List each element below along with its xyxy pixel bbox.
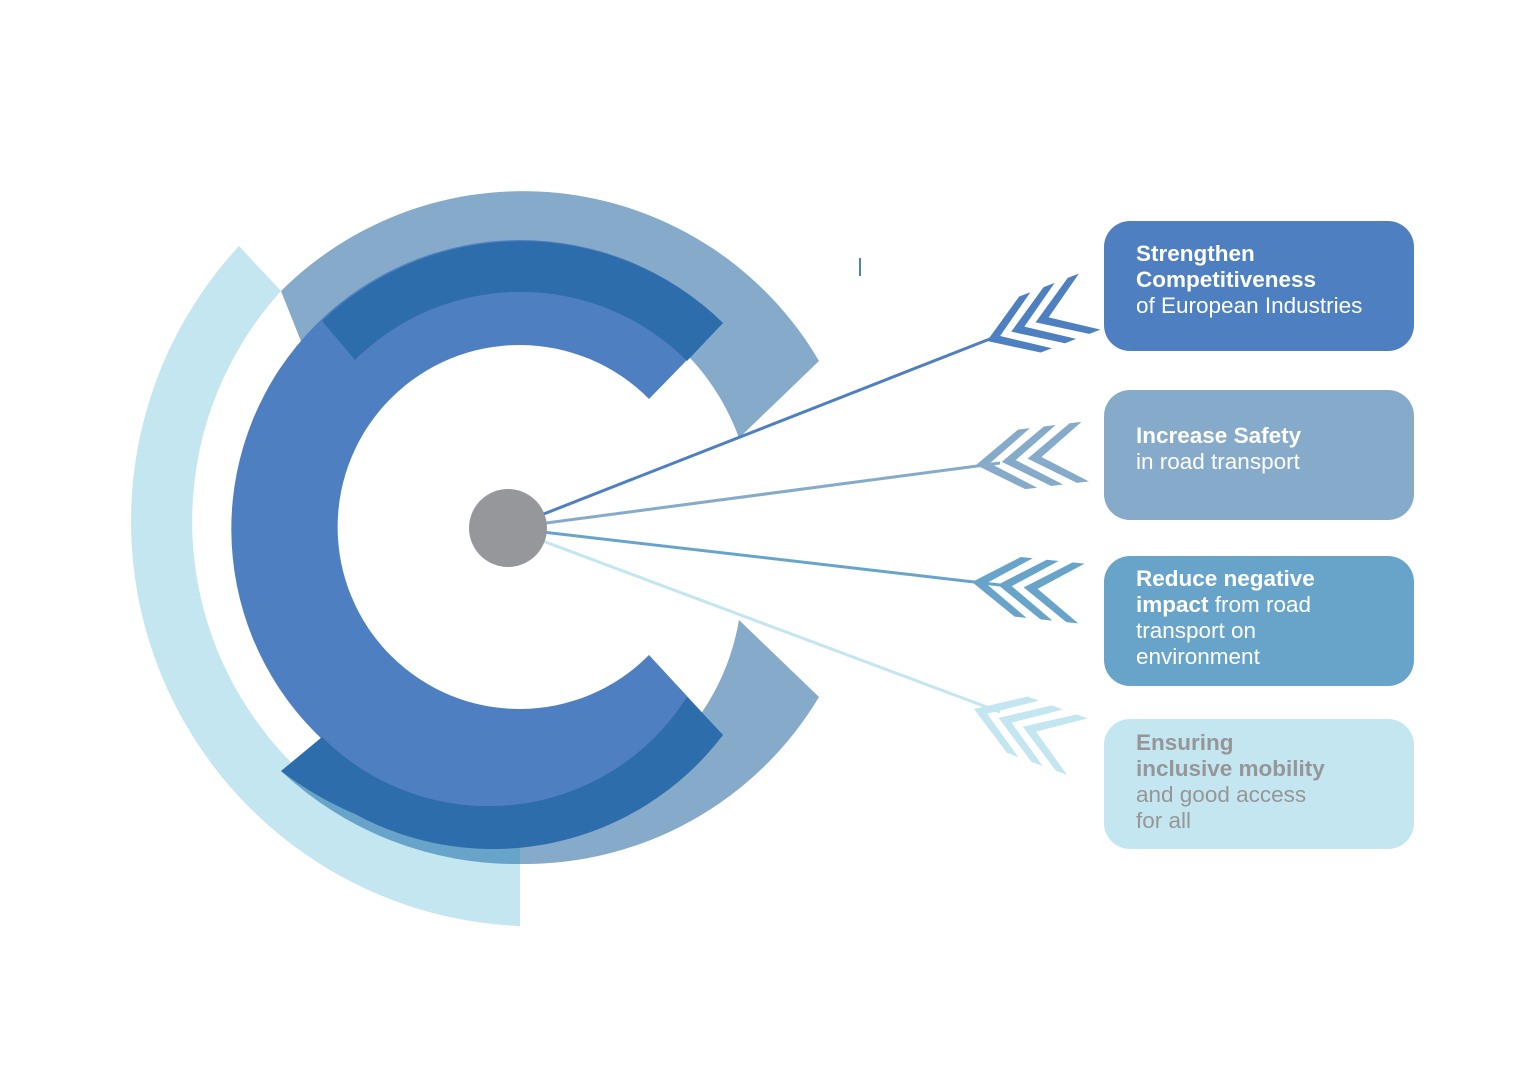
goal-4-normal-1: and good access <box>1136 782 1307 807</box>
goal-3-normal-2: transport on <box>1136 618 1257 643</box>
goal-4-normal-2: for all <box>1136 808 1192 833</box>
outer-light-arc <box>131 246 521 926</box>
goal-3-bold-1: Reduce negative <box>1136 566 1315 591</box>
goal-box-safety: Increase Safety in road transport <box>1104 390 1414 520</box>
arrow-line-4 <box>507 526 1001 714</box>
goal-4-bold-1: Ensuring <box>1136 730 1234 755</box>
arrow-fletch-3 <box>969 552 1085 623</box>
main-c-ring <box>231 240 723 819</box>
arrow-fletch-1 <box>976 274 1100 369</box>
arrow-line-2 <box>507 461 1001 530</box>
dark-band-bottom <box>281 697 723 850</box>
steel-ring-top <box>281 191 819 438</box>
goal-box-environment: Reduce negative impact from road transpo… <box>1104 556 1414 686</box>
goal-3-bold-2: impact <box>1136 592 1209 617</box>
goal-1-normal-1: of European Industries <box>1136 293 1363 318</box>
goal-4-bold-2: inclusive mobility <box>1136 756 1325 781</box>
goal-1-bold-1: Strengthen <box>1136 241 1255 266</box>
goal-3-normal-3: environment <box>1136 644 1260 669</box>
goal-1-bold-2: Competitiveness <box>1136 267 1317 292</box>
goal-2-normal-1: in road transport <box>1136 449 1300 474</box>
dark-band-top <box>322 241 723 361</box>
goal-3-normal-1: from road <box>1208 592 1312 617</box>
arrow-line-3 <box>507 526 1001 587</box>
arrow-line-1 <box>507 333 1001 530</box>
center-hub <box>469 489 547 567</box>
goal-box-competitiveness: Strengthen Competitiveness of European I… <box>1104 221 1414 351</box>
arrow-fletch-4 <box>964 681 1088 775</box>
goal-2-bold-1: Increase Safety <box>1136 423 1302 448</box>
goal-box-inclusive: Ensuring inclusive mobility and good acc… <box>1104 719 1414 849</box>
arrow-fletch-2 <box>972 422 1088 495</box>
